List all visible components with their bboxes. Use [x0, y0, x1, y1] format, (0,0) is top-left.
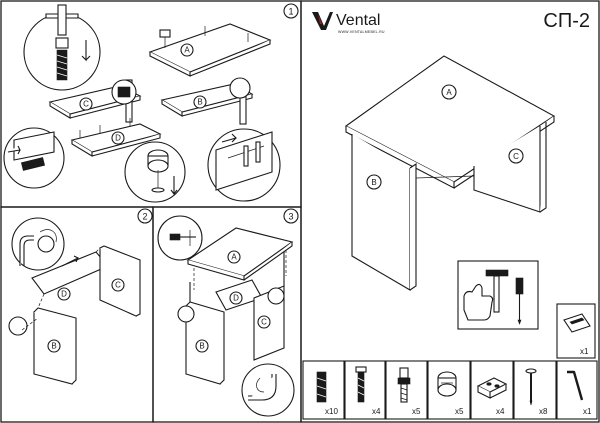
hardware-item-nail: x8 — [513, 360, 557, 420]
header: Vental WWW.VENTALMEBEL.RU СП-2 — [312, 10, 590, 34]
side-panel-b: B — [160, 77, 254, 125]
wooden-dowel-icon — [316, 371, 327, 403]
nail-icon — [525, 368, 537, 406]
step-3-badge — [283, 208, 299, 224]
cam-lock-qty: x5 — [455, 407, 464, 416]
brand-website: WWW.VENTALMEBEL.RU — [338, 30, 385, 34]
corner-bracket-icon — [476, 377, 508, 399]
screw-detail-step3 — [157, 215, 203, 261]
desk-part-c-label: C — [513, 152, 519, 161]
part-c-label: C — [83, 100, 89, 109]
hand-thumbs-up-icon — [463, 283, 494, 321]
confirmat-screw-icon — [355, 366, 367, 403]
step-2-number: 2 — [142, 212, 147, 222]
model-name: СП-2 — [543, 10, 590, 32]
side-b-step3: B — [177, 282, 225, 385]
side-panel-b-step2: B — [8, 307, 77, 385]
part-d-label-step1: D — [115, 134, 121, 143]
side-panel-c-step2: C — [99, 245, 141, 317]
brand-name: Vental — [336, 12, 380, 29]
tabletop-a-step3: A — [186, 227, 294, 290]
step-2-panel: 2 D C B — [8, 208, 153, 385]
cam-lock-nut-icon — [437, 371, 457, 397]
assembled-desk: A B C — [344, 55, 556, 291]
step-1-number: 1 — [288, 7, 293, 17]
nail-qty: x8 — [539, 407, 548, 416]
part-b-label-step2: B — [51, 342, 56, 351]
back-panel-d: D — [70, 118, 162, 157]
part-d-label-step3: D — [233, 294, 239, 303]
hex-key-icon — [567, 370, 584, 401]
part-d-label-step2: D — [61, 290, 67, 299]
tabletop-panel-a: A — [148, 23, 272, 77]
corner-joint-detail — [207, 128, 281, 202]
hex-key-qty: x1 — [583, 407, 592, 416]
screw-detail — [3, 127, 65, 189]
dowel-insert-detail — [23, 4, 101, 91]
hardware-item-dowel: x10 — [302, 360, 345, 420]
hardware-item-screw: x4 — [344, 360, 386, 420]
hardware-item-bracket: x4 — [470, 360, 514, 420]
hammer-icon — [485, 269, 509, 313]
part-c-label-step2: C — [115, 281, 121, 290]
screwdriver-icon — [515, 277, 524, 325]
tools-box — [457, 260, 539, 330]
cam-lock-detail — [124, 141, 186, 203]
desk-part-a-label: A — [446, 88, 452, 97]
hex-key-sachet-box: x1 — [556, 303, 596, 359]
cam-bolt-icon — [397, 367, 411, 403]
step-3-panel: 3 A B D — [157, 208, 299, 417]
screw-qty: x4 — [372, 407, 381, 416]
step-2-badge — [137, 208, 153, 224]
hex-key-sachet-icon — [563, 313, 591, 333]
cam-bolt-qty: x5 — [412, 407, 421, 416]
hardware-row: x10 x4 x5 — [302, 360, 598, 420]
hex-key-detail-step3 — [241, 363, 295, 417]
sachet-qty: x1 — [580, 347, 589, 356]
part-c-label-step3: C — [261, 318, 267, 327]
step-1-badge — [283, 3, 299, 19]
hardware-item-hex-key: x1 — [556, 360, 598, 420]
bracket-qty: x4 — [496, 407, 505, 416]
side-panel-c: C — [48, 79, 142, 123]
part-a-label-step3: A — [231, 253, 237, 262]
desk-part-b-label: B — [371, 178, 376, 187]
step2-guide-lines — [37, 247, 101, 309]
part-a-label: A — [184, 46, 190, 55]
hardware-item-cam-lock: x5 — [427, 360, 471, 420]
dowel-qty: x10 — [325, 407, 338, 416]
step-3-number: 3 — [288, 212, 293, 222]
step-1-panel: 1 A C — [3, 3, 299, 203]
side-c-step3: C — [253, 252, 285, 361]
vental-logo — [312, 12, 333, 30]
hardware-item-cam-bolt: x5 — [385, 360, 428, 420]
part-b-label-step3: B — [199, 342, 204, 351]
part-b-label-step1: B — [197, 98, 202, 107]
hex-key-detail-step2 — [11, 217, 65, 271]
